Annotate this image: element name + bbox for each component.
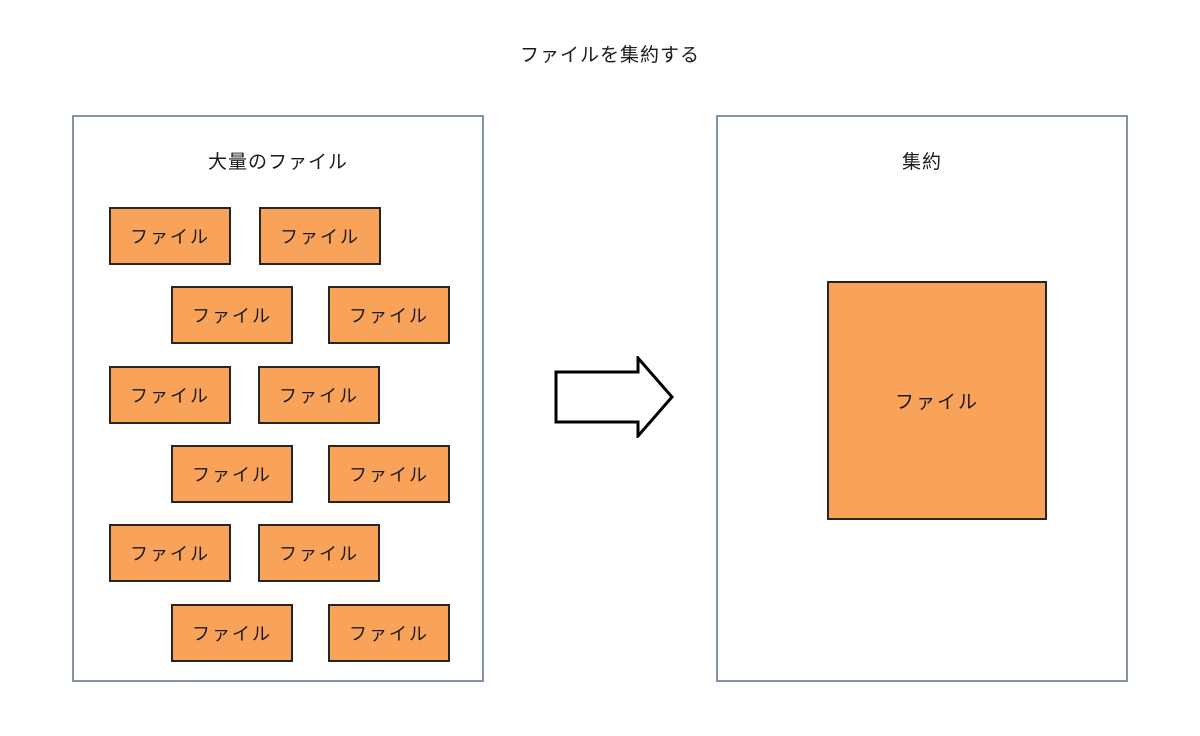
right-arrow-icon (554, 356, 674, 438)
aggregated-file-box: ファイル (827, 281, 1047, 520)
panel-aggregated: 集約 ファイル (716, 115, 1128, 682)
file-box: ファイル (109, 366, 231, 424)
panel-many-files-title: 大量のファイル (207, 152, 348, 173)
file-box: ファイル (109, 207, 231, 265)
file-box: ファイル (171, 604, 293, 662)
panel-many-files: 大量のファイル ファイル ファイル ファイル ファイル ファイル ファイル ファ… (72, 115, 484, 682)
panel-aggregated-title: 集約 (901, 152, 942, 173)
file-box: ファイル (171, 445, 293, 503)
file-box: ファイル (259, 207, 381, 265)
file-box: ファイル (109, 524, 231, 582)
file-box: ファイル (328, 286, 450, 344)
file-box: ファイル (328, 445, 450, 503)
file-box: ファイル (258, 366, 380, 424)
file-box: ファイル (328, 604, 450, 662)
file-box: ファイル (258, 524, 380, 582)
page-title: ファイルを集約する (520, 45, 701, 66)
file-box: ファイル (171, 286, 293, 344)
